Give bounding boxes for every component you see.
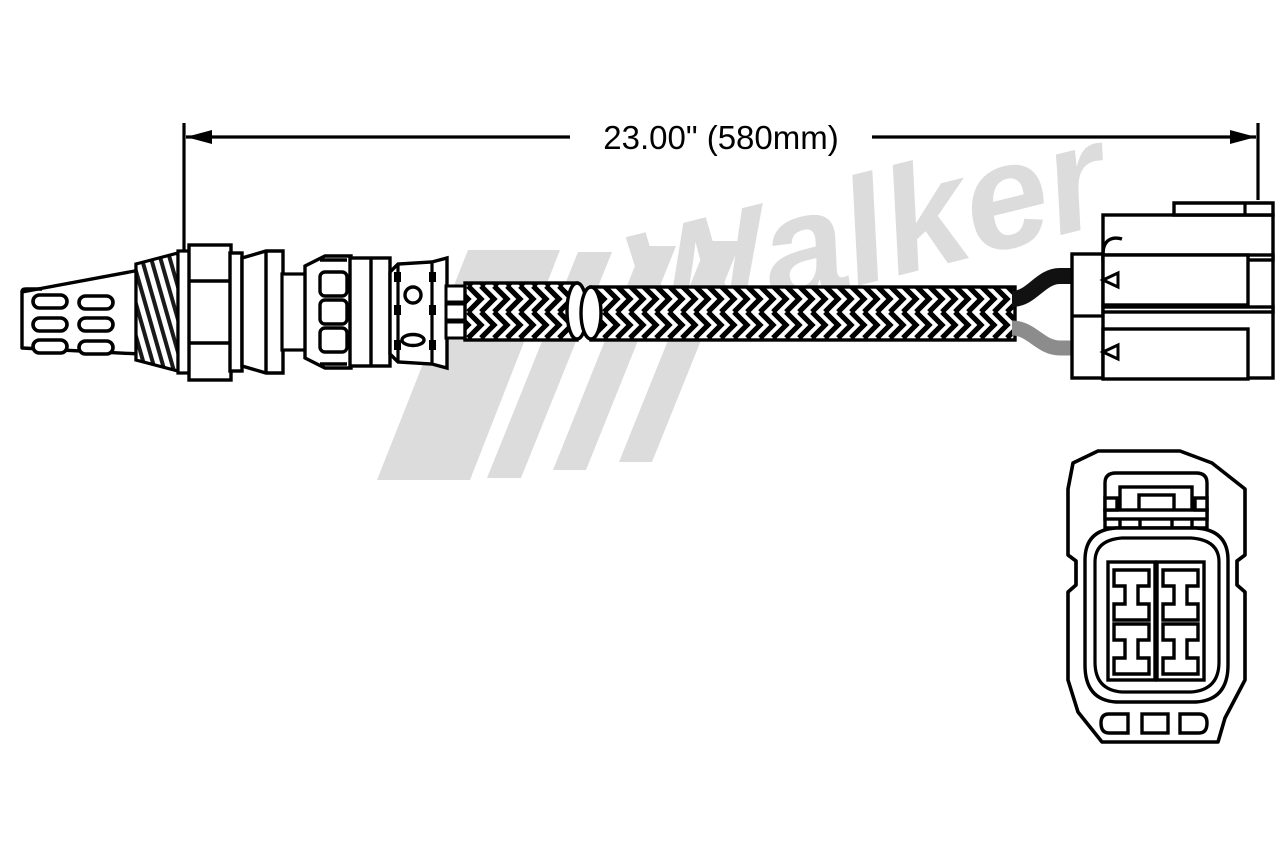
vent-slot bbox=[31, 338, 69, 355]
cable-seg2-endcap bbox=[579, 285, 603, 341]
right-arrowhead bbox=[1230, 130, 1256, 144]
terminal-cavity bbox=[1112, 622, 1151, 676]
terminal-marker bbox=[1099, 342, 1120, 362]
hex-nut bbox=[187, 243, 233, 382]
connector-terminal-markers bbox=[1099, 270, 1120, 362]
vent-slot bbox=[77, 294, 115, 311]
dimension-label: 23.00" (580mm) bbox=[603, 119, 838, 156]
cable-segment-2 bbox=[579, 285, 1017, 342]
face-terminal-cavities bbox=[1112, 568, 1200, 676]
dimension-annotation bbox=[182, 123, 1260, 252]
collar-slot bbox=[318, 326, 349, 354]
sensor-barrel bbox=[228, 249, 285, 375]
connector-latch-hook bbox=[1101, 236, 1123, 255]
cable-ferrule bbox=[444, 284, 468, 340]
barrel-neck bbox=[280, 272, 308, 352]
sensor-tip-shield bbox=[20, 268, 142, 356]
threaded-body bbox=[134, 250, 180, 374]
latch-tab-crossbar bbox=[1103, 508, 1209, 521]
collar-slot bbox=[318, 298, 349, 326]
collar-slot bbox=[318, 270, 349, 298]
cable-segment-1 bbox=[463, 281, 589, 342]
crimp-clamp bbox=[388, 255, 449, 371]
vent-slot bbox=[77, 316, 115, 333]
terminal-marker bbox=[1099, 270, 1120, 290]
sensor-tip-vent-slots bbox=[31, 293, 115, 356]
bottom-key-center bbox=[1140, 712, 1170, 735]
wire-black bbox=[1011, 268, 1076, 307]
vent-slot bbox=[31, 316, 69, 333]
mid-barrel bbox=[348, 256, 392, 368]
bottom-key-left bbox=[1099, 712, 1130, 735]
clamp-round-hole bbox=[403, 285, 423, 305]
side-notch-left bbox=[1066, 553, 1078, 594]
dimension-arrowheads bbox=[186, 130, 1256, 144]
sensor-tip-corner bbox=[20, 287, 42, 293]
terminal-cavity bbox=[1161, 622, 1200, 676]
wire-gray bbox=[1011, 320, 1076, 356]
connector-band bbox=[1101, 305, 1275, 314]
barrel-step bbox=[228, 251, 244, 373]
clamp-oval-hole bbox=[400, 332, 426, 348]
connector-band bbox=[1101, 327, 1250, 381]
vent-slot bbox=[77, 339, 115, 356]
collar-edge-lines bbox=[320, 258, 347, 366]
connector-side-view bbox=[1070, 201, 1275, 381]
taper-collar bbox=[303, 254, 353, 370]
face-latch-tab bbox=[1103, 471, 1209, 530]
connector-top-ridge bbox=[1172, 201, 1275, 217]
latch-notch-left bbox=[1103, 496, 1119, 512]
terminal-cavity bbox=[1112, 568, 1151, 622]
barrel-main bbox=[240, 249, 285, 375]
face-side-notches bbox=[1066, 553, 1247, 594]
collar-slots bbox=[318, 270, 349, 354]
connector-band bbox=[1101, 253, 1250, 307]
side-notch-right bbox=[1235, 553, 1247, 594]
hex-nut-body bbox=[187, 243, 233, 382]
vent-slot bbox=[31, 293, 69, 310]
bottom-key-right bbox=[1178, 712, 1209, 735]
connector-face-view bbox=[1066, 449, 1247, 744]
latch-notch-right bbox=[1193, 496, 1209, 512]
clamp-key-bars bbox=[394, 272, 436, 350]
face-bottom-keys bbox=[1099, 712, 1209, 735]
terminal-cavity bbox=[1161, 568, 1200, 622]
wire-bundle bbox=[1011, 268, 1076, 356]
braided-shield-cable bbox=[463, 281, 1017, 342]
thread-hatching bbox=[136, 253, 178, 371]
left-arrowhead bbox=[186, 130, 212, 144]
